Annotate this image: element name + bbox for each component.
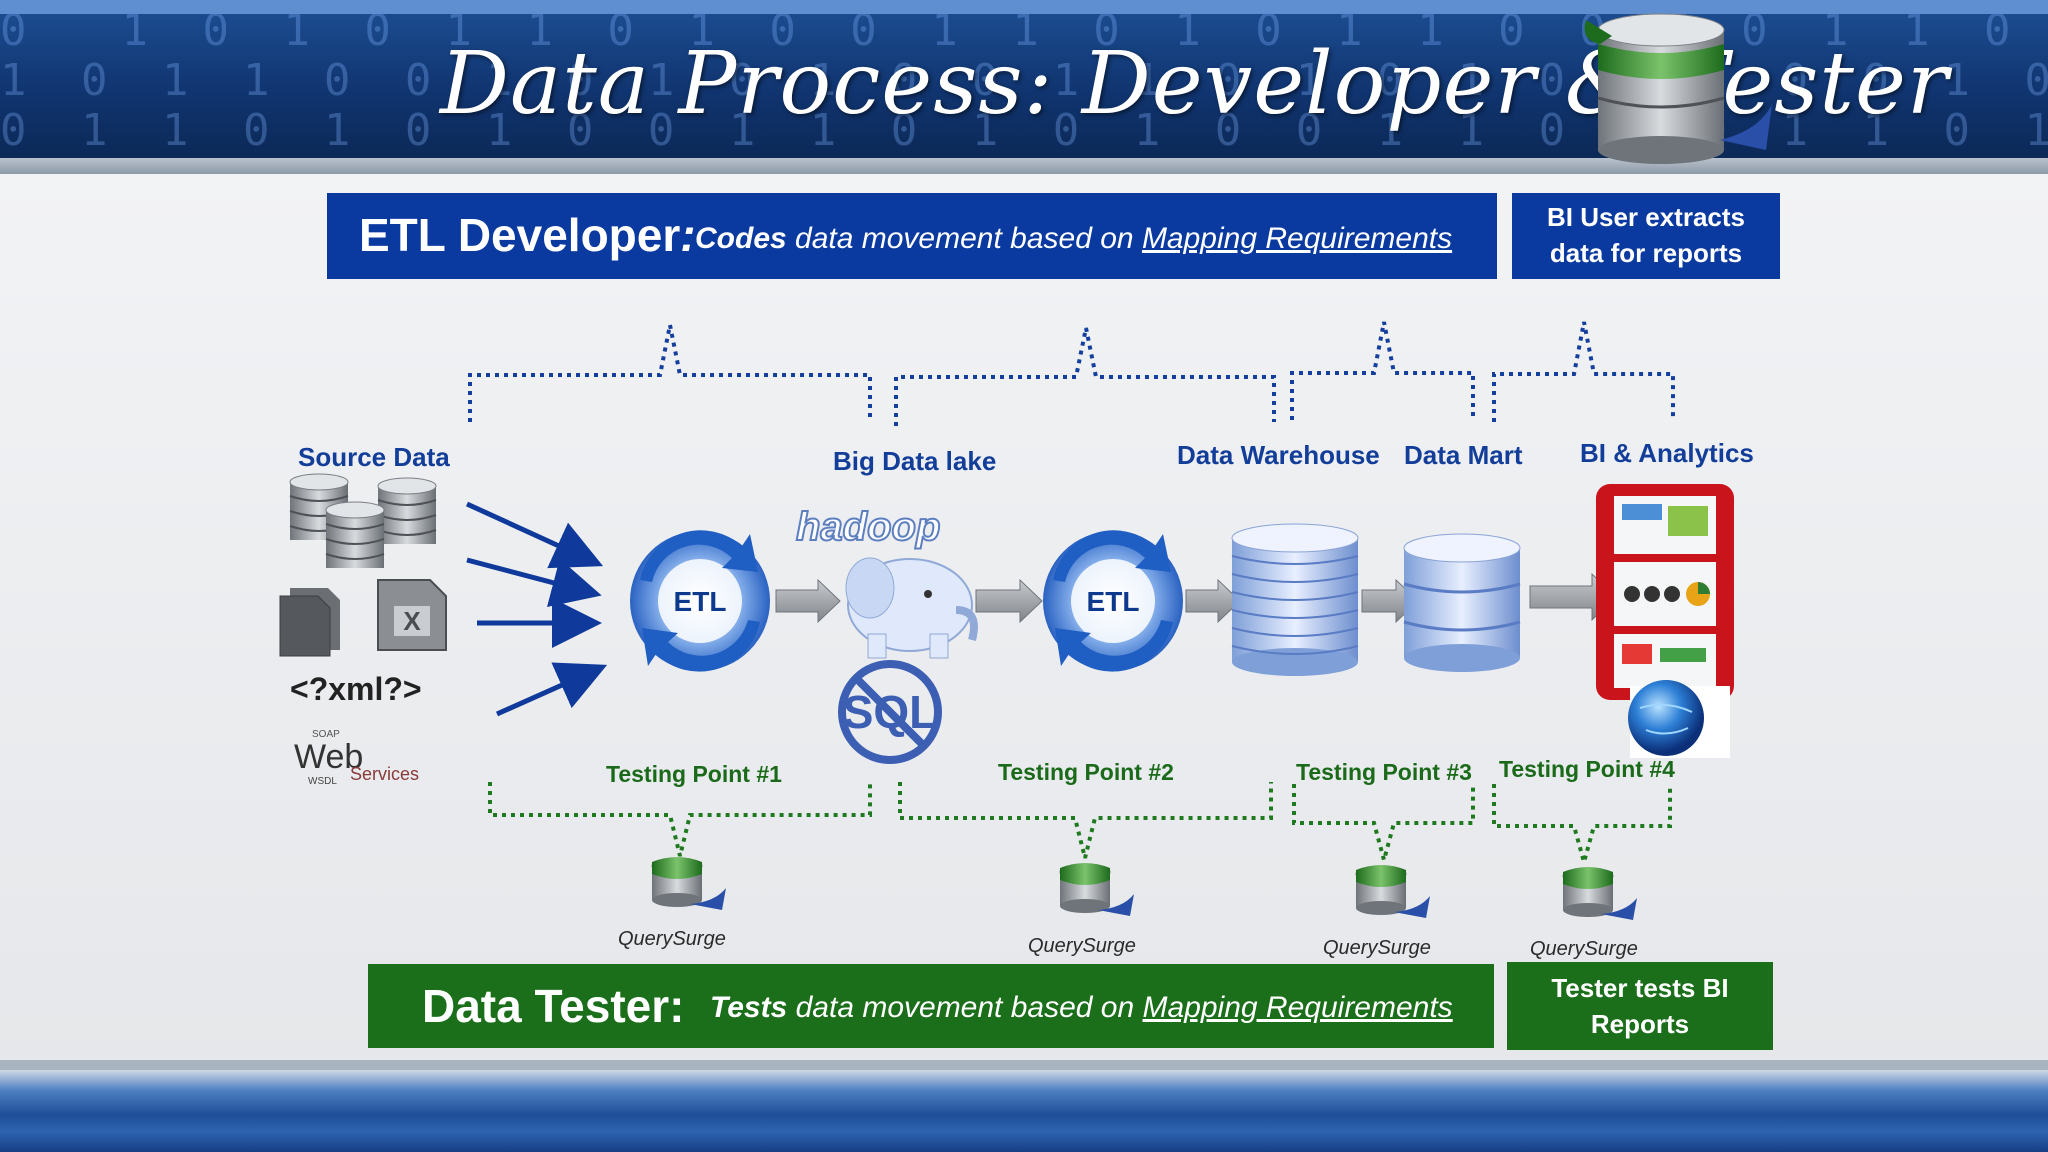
querysurge-label-3: QuerySurge [1323, 937, 1431, 959]
data-warehouse-icon [1231, 523, 1359, 676]
web-services-icon: SOAP Web Services WSDL [294, 729, 419, 787]
querysurge-label-4: QuerySurge [1530, 938, 1638, 960]
db-stack-2 [377, 477, 437, 544]
documents-icon [279, 588, 340, 657]
stage-label-bi: BI & Analytics [1580, 438, 1754, 468]
tester-mapping-requirements-link[interactable]: Mapping Requirements [1142, 991, 1453, 1024]
querysurge-icon-1 [651, 857, 726, 910]
querysurge-icon-3 [1355, 865, 1430, 918]
svg-text:Web: Web [294, 738, 363, 776]
svg-text:X: X [403, 606, 421, 636]
banner-strip [0, 158, 2048, 174]
svg-text:ETL: ETL [674, 586, 727, 617]
stage-label-lake: Big Data lake [833, 446, 997, 476]
flow-arrow-1 [775, 578, 841, 624]
test-brace-1 [488, 782, 872, 857]
testing-point-3: Testing Point #3 [1296, 759, 1472, 785]
querysurge-icon-4 [1562, 867, 1637, 920]
querysurge-icon-2 [1059, 863, 1134, 916]
stage-label-source: Source Data [298, 442, 450, 472]
spreadsheet-icon: X [377, 579, 447, 651]
stage-label-warehouse: Data Warehouse [1177, 440, 1380, 470]
svg-text:WSDL: WSDL [308, 776, 337, 787]
top-edge [0, 0, 2048, 14]
testing-point-1: Testing Point #1 [606, 761, 782, 787]
svg-text:hadoop: hadoop [796, 505, 940, 549]
tester-braces [488, 782, 1672, 870]
hadoop-icon: hadoop [795, 504, 978, 659]
querysurge-label-2: QuerySurge [1028, 935, 1136, 957]
etl-developer-banner: ETL Developer: Codes data movement based… [327, 193, 1497, 279]
testing-point-2: Testing Point #2 [998, 759, 1174, 785]
developer-description: Codes data movement based on Mapping Req… [695, 222, 1453, 255]
svg-text:ETL: ETL [1087, 586, 1140, 617]
svg-text:SOAP: SOAP [312, 729, 340, 740]
footer-water [0, 1070, 2048, 1152]
querysurge-label-1: QuerySurge [618, 928, 726, 950]
source-database-icon [289, 473, 437, 568]
data-tester-banner: Data Tester: Tests data movement based o… [368, 964, 1494, 1048]
tester-description: Tests data movement based on Mapping Req… [710, 991, 1453, 1024]
testing-point-4: Testing Point #4 [1499, 756, 1675, 782]
flow-arrow-2 [975, 578, 1043, 624]
nosql-icon: SQL [838, 660, 942, 764]
bi-user-box: BI User extracts data for reports [1512, 193, 1780, 279]
developer-braces [468, 321, 1675, 426]
developer-lead: ETL Developer: [359, 209, 696, 261]
svg-text:Services: Services [350, 764, 419, 784]
footer-strip [0, 1060, 2048, 1072]
dev-brace-2 [894, 327, 1276, 426]
database-logo-icon [1584, 13, 1772, 164]
tester-bi-box: Tester tests BI Reports [1507, 962, 1773, 1050]
etl-cycle-icon-1: ETL [630, 530, 770, 672]
dev-brace-3 [1290, 321, 1475, 420]
source-arrows [465, 501, 608, 717]
xml-icon: <?xml?> [290, 671, 422, 707]
flow-arrow-3 [1185, 578, 1241, 624]
etl-cycle-icon-2: ETL [1043, 530, 1183, 672]
tester-lead: Data Tester: [422, 980, 685, 1032]
mapping-requirements-link[interactable]: Mapping Requirements [1141, 222, 1453, 255]
data-mart-icon [1403, 533, 1521, 672]
db-stack-3 [325, 501, 385, 568]
dev-brace-1 [468, 324, 872, 422]
test-brace-4 [1492, 784, 1672, 870]
test-brace-2 [898, 782, 1273, 859]
bi-dashboard-icon [1596, 484, 1734, 758]
stage-label-mart: Data Mart [1404, 440, 1523, 470]
test-brace-3 [1292, 784, 1475, 868]
dev-brace-4 [1492, 321, 1675, 422]
